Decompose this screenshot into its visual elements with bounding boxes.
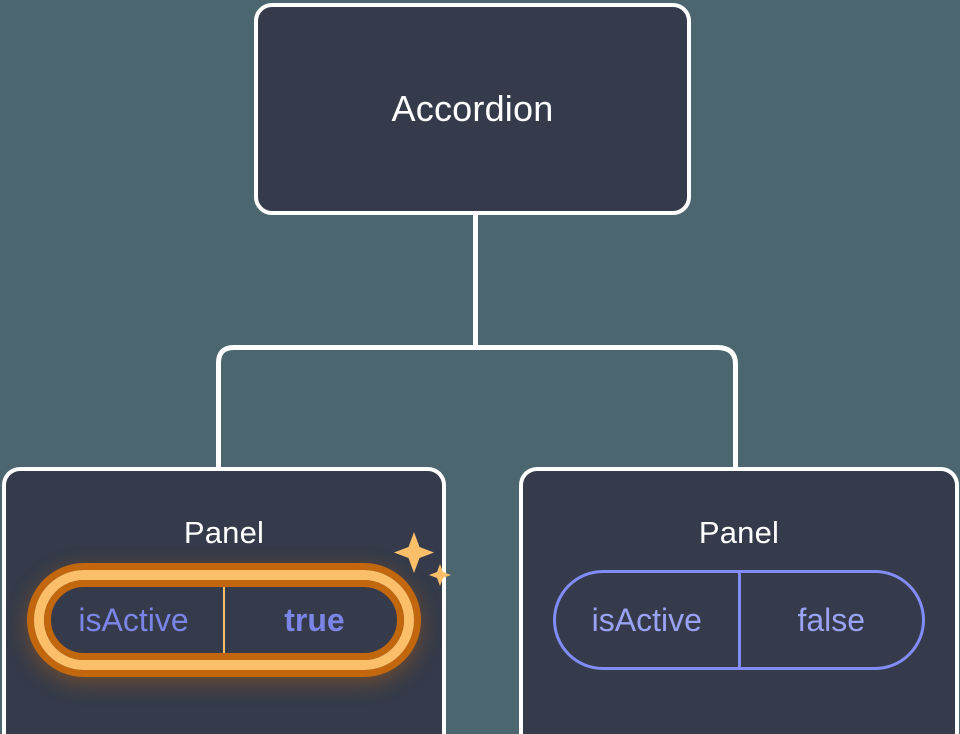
prop-pill-active[interactable]: isActive true — [34, 570, 414, 670]
prop-pill-divider — [737, 573, 741, 667]
prop-pill-active-wrap: isActive true — [34, 532, 451, 670]
prop-pill-divider — [223, 580, 225, 660]
node-panel-active-label: Panel — [183, 515, 265, 550]
connector-branch-bar — [216, 345, 738, 470]
node-accordion[interactable]: Accordion — [254, 3, 691, 215]
prop-value-inactive: false — [797, 601, 866, 638]
node-accordion-label: Accordion — [391, 88, 554, 129]
prop-pill-inactive[interactable]: isActive false — [553, 570, 925, 670]
sparkles-icon — [394, 532, 451, 586]
node-panel-active[interactable]: Panel isActive true — [2, 467, 451, 734]
node-panel-inactive-label: Panel — [698, 515, 780, 550]
prop-name-inactive: isActive — [591, 601, 702, 638]
prop-pill-inactive-wrap: isActive false — [553, 570, 925, 670]
prop-name-active: isActive — [78, 601, 189, 638]
node-panel-inactive[interactable]: Panel isActive false — [519, 467, 959, 734]
prop-value-active: true — [284, 601, 345, 638]
